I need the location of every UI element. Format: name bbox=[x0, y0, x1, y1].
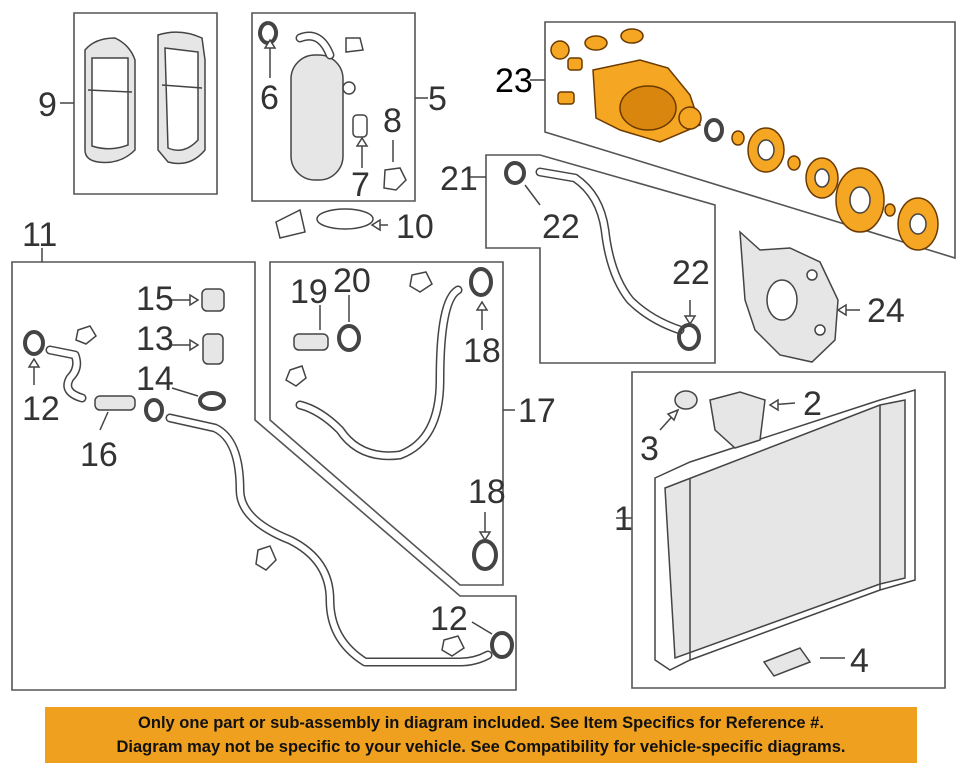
callout-13: 13 bbox=[136, 320, 174, 358]
callout-6: 6 bbox=[260, 79, 279, 117]
callout-14: 14 bbox=[136, 360, 174, 398]
callout-18-top: 18 bbox=[463, 332, 501, 370]
callout-15: 15 bbox=[136, 280, 174, 318]
group-hose-assembly bbox=[269, 261, 515, 586]
group-compressor-highlighted bbox=[530, 21, 956, 260]
bracket-part-24 bbox=[739, 230, 860, 363]
group-accumulator bbox=[251, 12, 428, 202]
callout-3: 3 bbox=[640, 430, 659, 468]
callout-8: 8 bbox=[383, 102, 402, 140]
disclaimer-banner: Only one part or sub-assembly in diagram… bbox=[45, 707, 917, 763]
callout-9: 9 bbox=[38, 86, 57, 124]
group-liquid-line bbox=[11, 248, 517, 691]
group-accumulator-cover bbox=[60, 12, 218, 195]
disclaimer-line-1: Only one part or sub-assembly in diagram… bbox=[138, 714, 824, 732]
group-suction-hose bbox=[470, 154, 716, 364]
parts-diagram: 1 2 3 4 5 6 7 8 9 10 11 12 12 13 14 15 1… bbox=[11, 12, 956, 691]
callout-19: 19 bbox=[290, 273, 328, 311]
callout-21: 21 bbox=[440, 160, 478, 198]
callout-20: 20 bbox=[333, 262, 371, 300]
group-condenser bbox=[616, 371, 946, 689]
callout-11: 11 bbox=[22, 216, 57, 254]
callout-18-bottom: 18 bbox=[468, 473, 506, 511]
callout-24: 24 bbox=[867, 292, 905, 330]
callout-22-right: 22 bbox=[672, 254, 710, 292]
callout-12-bottom: 12 bbox=[430, 600, 468, 638]
callout-4: 4 bbox=[850, 642, 869, 680]
callout-5: 5 bbox=[428, 80, 447, 118]
callout-10: 10 bbox=[396, 208, 434, 246]
disclaimer-line-2: Diagram may not be specific to your vehi… bbox=[116, 738, 846, 756]
callout-2: 2 bbox=[803, 385, 822, 423]
callout-22-top: 22 bbox=[542, 208, 580, 246]
callout-7: 7 bbox=[351, 166, 370, 204]
callout-1: 1 bbox=[614, 500, 633, 538]
callout-12-left: 12 bbox=[22, 390, 60, 428]
callout-23: 23 bbox=[495, 62, 533, 100]
callout-17: 17 bbox=[518, 392, 556, 430]
strap-part-10 bbox=[275, 208, 388, 239]
callout-16: 16 bbox=[80, 436, 118, 474]
